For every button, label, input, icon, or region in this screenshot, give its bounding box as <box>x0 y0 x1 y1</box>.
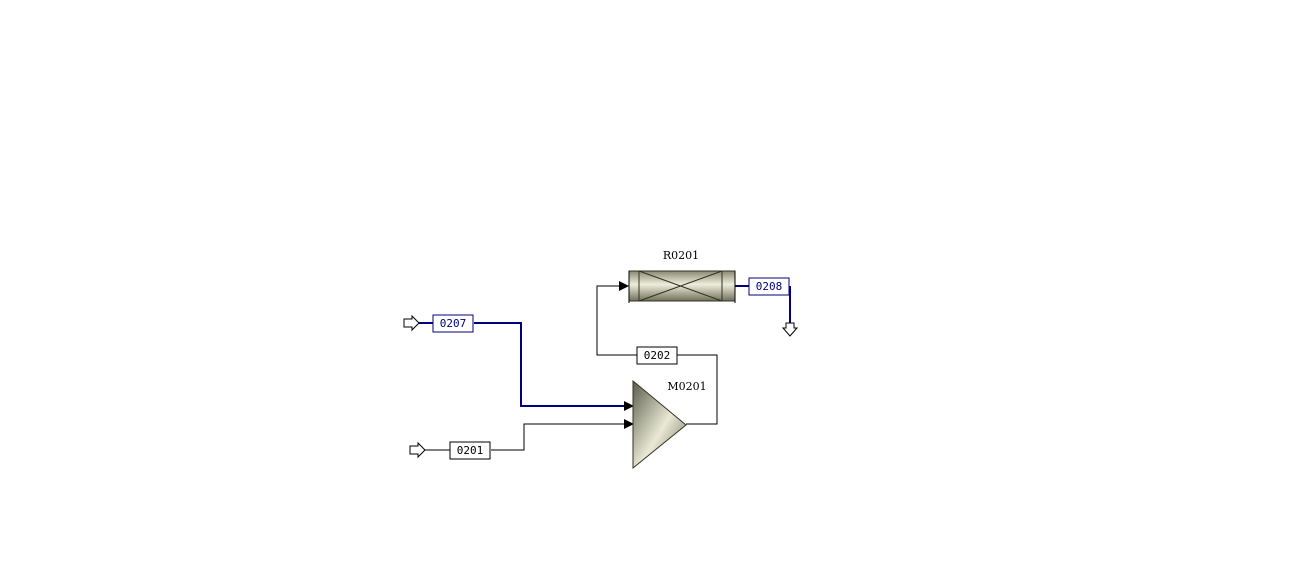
stream-0207[interactable]: 0207 <box>403 314 634 411</box>
stream-label-box[interactable] <box>636 346 678 365</box>
feed-arrow-icon <box>403 314 420 332</box>
stream-label-box[interactable] <box>449 441 491 460</box>
mixer-block-m0201[interactable]: M0201 <box>632 379 707 470</box>
stream-line <box>474 322 625 407</box>
stream-0202[interactable]: 0202 <box>596 281 718 425</box>
stream-line <box>491 423 625 451</box>
block-label-r0201: R0201 <box>663 249 699 262</box>
stream-label-box[interactable] <box>748 277 790 296</box>
stream-label-0201: 0201 <box>457 444 484 457</box>
stream-0201[interactable]: 0201 <box>409 419 634 460</box>
stream-0208[interactable]: 0208 <box>735 277 799 337</box>
feed-arrow-icon <box>409 441 426 459</box>
stream-label-0202: 0202 <box>644 349 671 362</box>
arrowhead-icon <box>624 419 634 429</box>
plug-flow-reactor-icon <box>628 270 736 303</box>
stream-label-box[interactable] <box>432 314 474 333</box>
arrowhead-icon <box>619 281 629 291</box>
mixer-triangle-icon <box>632 379 687 470</box>
stream-label-0208: 0208 <box>756 280 783 293</box>
arrowhead-icon <box>624 401 634 411</box>
reactor-block-r0201[interactable]: R0201 <box>628 249 736 303</box>
block-label-m0201: M0201 <box>667 380 706 393</box>
stream-label-0207: 0207 <box>440 317 467 330</box>
product-arrow-icon <box>781 322 799 337</box>
